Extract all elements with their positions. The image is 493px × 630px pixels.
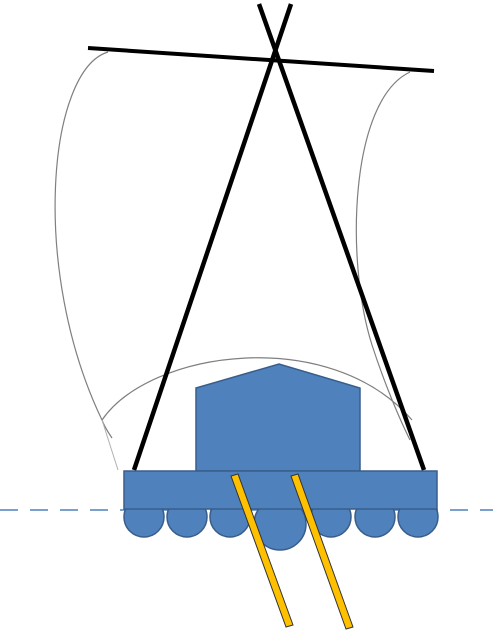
left-mast xyxy=(131,3,294,471)
right-mast xyxy=(256,3,427,471)
sail-left-edge xyxy=(54,51,113,439)
sail-right-edge xyxy=(355,71,411,441)
sail-bottom-arc xyxy=(101,357,413,421)
sail-left-tail xyxy=(101,419,119,471)
deck xyxy=(123,470,438,510)
cabin xyxy=(195,363,361,472)
yard xyxy=(87,46,435,73)
oar-right xyxy=(290,473,354,630)
oar-left xyxy=(230,473,294,628)
